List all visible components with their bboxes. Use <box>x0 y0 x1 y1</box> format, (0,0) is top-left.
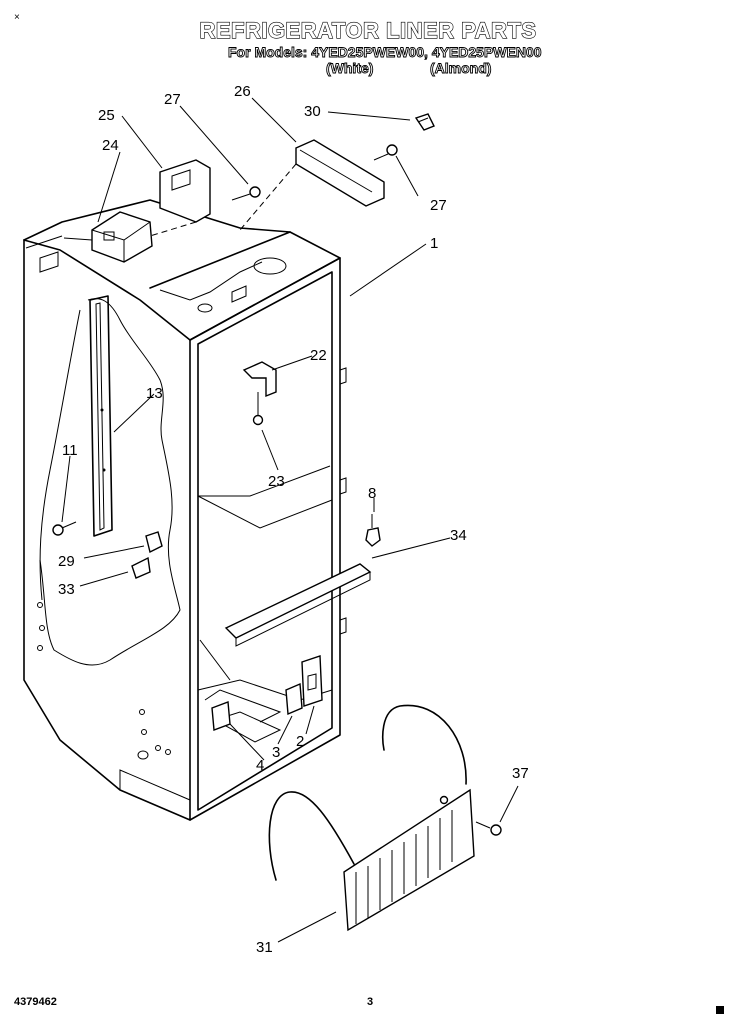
callout-13: 13 <box>146 385 163 402</box>
page-title: REFRIGERATOR LINER PARTS <box>199 17 537 43</box>
liner-cabinet <box>23 199 347 821</box>
part-8-clip <box>365 514 381 547</box>
callout-37: 37 <box>512 765 529 782</box>
callout-2: 2 <box>296 733 304 750</box>
callout-24: 24 <box>102 137 119 154</box>
callout-22: 22 <box>310 347 327 364</box>
callout-34: 34 <box>450 527 467 544</box>
part-31-heater <box>268 704 475 932</box>
part-23-screw <box>252 392 264 426</box>
callout-26: 26 <box>234 83 251 100</box>
callout-11: 11 <box>62 442 78 459</box>
corner-mark: × <box>14 12 20 23</box>
callout-27-right: 27 <box>430 197 447 214</box>
corner-square <box>716 1006 724 1014</box>
part-3-bracket <box>285 682 303 716</box>
part-4-bracket <box>211 701 231 731</box>
callout-3: 3 <box>272 744 280 761</box>
variant-almond: (Almond) <box>430 60 492 77</box>
callouts: 1 2 3 4 8 11 13 22 23 24 25 26 27 27 29 … <box>58 83 529 956</box>
part-37-screw <box>475 821 502 836</box>
part-2-bracket <box>301 655 323 707</box>
part-13-channel <box>89 295 113 537</box>
callout-23: 23 <box>268 473 285 490</box>
part-25-bracket <box>149 159 211 237</box>
callout-1: 1 <box>430 235 438 252</box>
part-27-screw-left <box>231 186 261 201</box>
document-number: 4379462 <box>14 996 57 1008</box>
part-34-rail <box>224 563 372 647</box>
models-line: For Models: 4YED25PWEW00, 4YED25PWEN00 <box>228 44 542 61</box>
variant-white: (White) <box>326 60 374 77</box>
part-29-fitting <box>145 531 163 554</box>
page-number: 3 <box>367 996 374 1008</box>
part-30-clip <box>414 113 435 131</box>
part-27-screw-right <box>373 144 398 161</box>
callout-30: 30 <box>304 103 321 120</box>
part-26-rail <box>239 139 385 231</box>
leader-lines <box>61 97 519 943</box>
callout-25: 25 <box>98 107 115 124</box>
part-33-fitting <box>131 556 151 579</box>
callout-33: 33 <box>58 581 75 598</box>
callout-8: 8 <box>368 485 376 502</box>
callout-31: 31 <box>256 939 273 956</box>
part-24-module <box>63 211 153 263</box>
callout-27-left: 27 <box>164 91 181 108</box>
part-11-screw <box>52 521 77 536</box>
callout-29: 29 <box>58 553 75 570</box>
part-22-bracket <box>242 361 277 398</box>
callout-4: 4 <box>256 757 264 774</box>
